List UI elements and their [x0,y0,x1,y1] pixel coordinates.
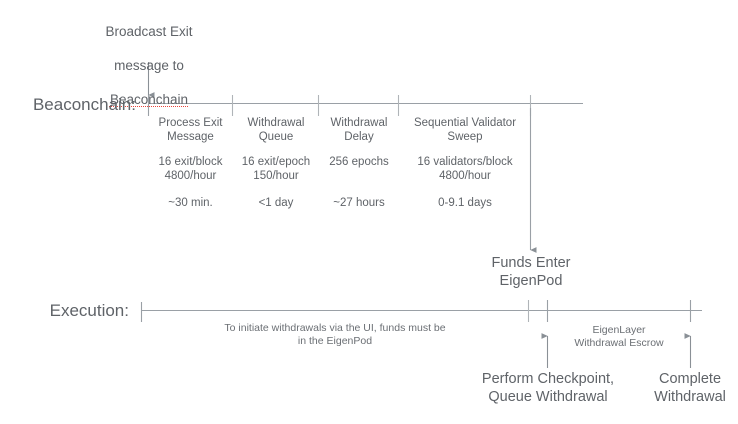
phase-title-withdrawal-queue: Withdrawal Queue [247,117,305,143]
phase-rate-withdrawal-delay: 256 epochs [329,156,389,168]
broadcast-callout-line-2: message to [114,58,184,73]
broadcast-exit-callout: Broadcast Exit message to Beaconchain [78,6,220,108]
phase-title-sequential-validator-sweep: Sequential Validator Sweep [413,117,517,143]
phase-title-process-exit-message: Process Exit Message [158,117,223,143]
lane-label-beaconchain: Beaconchain: [32,95,136,114]
execution-note: To initiate withdrawals via the UI, fund… [224,322,446,347]
execution-event-complete-withdrawal: Complete Withdrawal [654,371,726,405]
phase-duration-sequential-validator-sweep: 0-9.1 days [438,197,492,209]
eigenlayer-withdrawal-escrow-note: EigenLayer Withdrawal Escrow [574,324,664,349]
beaconchain-timeline-axis [147,95,583,116]
broadcast-callout-line-1: Broadcast Exit [105,24,193,39]
phase-rate-sequential-validator-sweep: 16 validators/block 4800/hour [417,156,513,182]
phase-duration-process-exit-message: ~30 min. [168,197,213,209]
phase-rate-withdrawal-queue: 16 exit/epoch 150/hour [241,156,311,182]
phase-duration-withdrawal-queue: <1 day [258,197,294,209]
lane-label-execution: Execution: [49,301,129,320]
execution-event-perform-checkpoint: Perform Checkpoint, Queue Withdrawal [481,371,615,405]
broadcast-callout-line-3: Beaconchain [109,92,189,107]
phase-rate-process-exit-message: 16 exit/block 4800/hour [158,156,223,182]
phase-duration-withdrawal-delay: ~27 hours [333,197,385,209]
execution-timeline-axis [140,300,702,322]
phase-title-withdrawal-delay: Withdrawal Delay [330,117,388,143]
funds-enter-eigenpod-label: Funds Enter EigenPod [491,255,571,289]
